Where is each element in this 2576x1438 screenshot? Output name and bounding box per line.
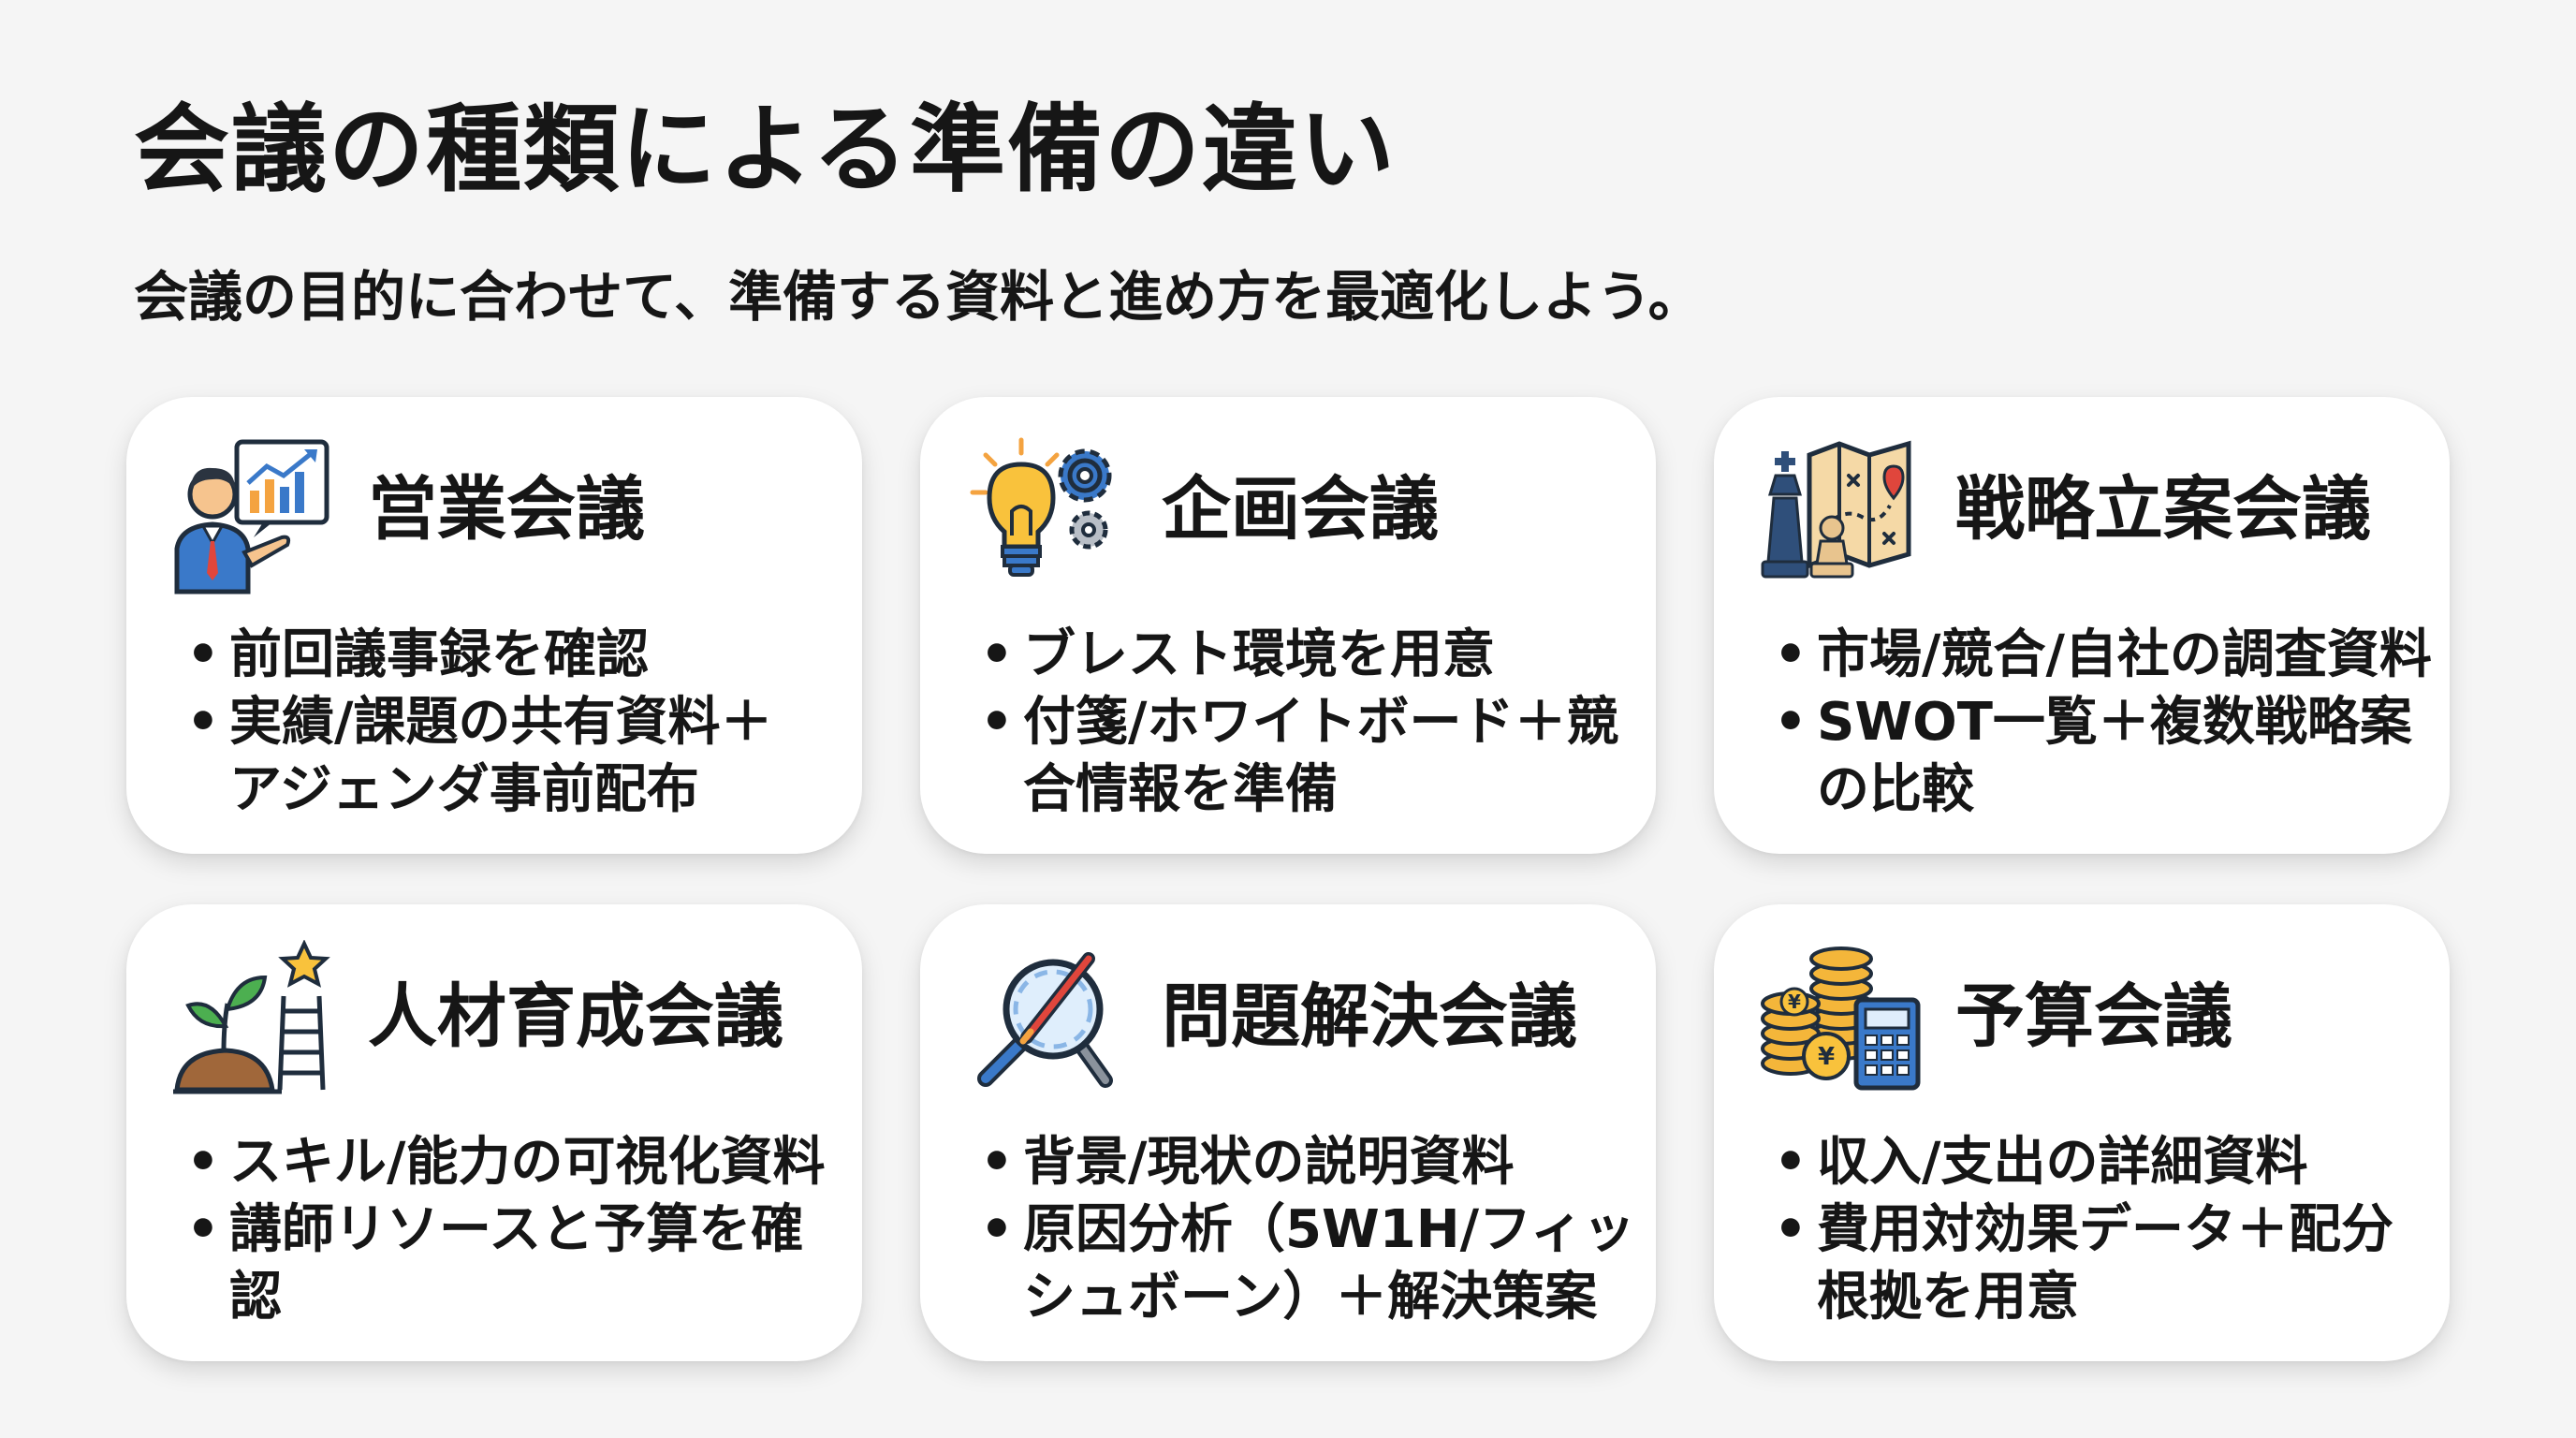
card-items: 前回議事録を確認 実績/課題の共有資料＋ アジェンダ事前配布 [181, 622, 845, 824]
list-item: 前回議事録を確認 [181, 622, 845, 689]
card-items: ブレスト環境を用意 付箋/ホワイトボード＋競 合情報を準備 [974, 622, 1639, 824]
card-training-meeting: 人材育成会議 スキル/能力の可視化資料 講師リソースと予算を確 認 [126, 904, 862, 1361]
card-sales-meeting: 営業会議 前回議事録を確認 実績/課題の共有資料＋ アジェンダ事前配布 [126, 397, 862, 854]
magnifier-search-icon [965, 940, 1130, 1105]
card-title: 問題解決会議 [1162, 976, 1577, 1057]
svg-text:¥: ¥ [1788, 990, 1801, 1013]
card-items: スキル/能力の可視化資料 講師リソースと予算を確 認 [181, 1129, 845, 1331]
card-items: 市場/競合/自社の調査資料 SWOT一覧＋複数戦略案 の比較 [1768, 622, 2433, 824]
list-item: 原因分析（5W1H/フィッ シュボーン）＋解決策案 [974, 1196, 1639, 1331]
list-item: ブレスト環境を用意 [974, 622, 1639, 689]
card-title: 人材育成会議 [368, 976, 783, 1057]
list-item: スキル/能力の可視化資料 [181, 1129, 845, 1196]
card-budget-meeting: ¥ ¥ 予算会議 収入/支出の詳細資料 費用対効果データ＋配分 根拠を用意 [1714, 904, 2450, 1361]
list-item: 講師リソースと予算を確 認 [181, 1196, 845, 1331]
page-subtitle: 会議の目的に合わせて、準備する資料と進め方を最適化しよう。 [134, 265, 1703, 329]
card-items: 背景/現状の説明資料 原因分析（5W1H/フィッ シュボーン）＋解決策案 [974, 1129, 1639, 1331]
page-title: 会議の種類による準備の違い [134, 95, 1397, 206]
svg-text:¥: ¥ [1818, 1043, 1835, 1071]
list-item: SWOT一覧＋複数戦略案 の比較 [1768, 689, 2433, 824]
list-item: 実績/課題の共有資料＋ アジェンダ事前配布 [181, 689, 845, 824]
list-item: 市場/競合/自社の調査資料 [1768, 622, 2433, 689]
card-title: 営業会議 [368, 469, 645, 550]
list-item: 背景/現状の説明資料 [974, 1129, 1639, 1196]
card-title: 戦略立案会議 [1955, 469, 2371, 550]
card-items: 収入/支出の詳細資料 費用対効果データ＋配分 根拠を用意 [1768, 1129, 2433, 1331]
lightbulb-gears-icon [965, 433, 1130, 597]
list-item: 付箋/ホワイトボード＋競 合情報を準備 [974, 689, 1639, 824]
coins-calculator-icon: ¥ ¥ [1759, 940, 1924, 1105]
card-title: 企画会議 [1162, 469, 1439, 550]
plant-ladder-star-icon [171, 940, 336, 1105]
card-title: 予算会議 [1955, 976, 2232, 1057]
card-strategy-meeting: 戦略立案会議 市場/競合/自社の調査資料 SWOT一覧＋複数戦略案 の比較 [1714, 397, 2450, 854]
card-problem-solving-meeting: 問題解決会議 背景/現状の説明資料 原因分析（5W1H/フィッ シュボーン）＋解… [920, 904, 1656, 1361]
list-item: 収入/支出の詳細資料 [1768, 1129, 2433, 1196]
list-item: 費用対効果データ＋配分 根拠を用意 [1768, 1196, 2433, 1331]
sales-presentation-icon [171, 433, 336, 597]
chess-map-icon [1759, 433, 1924, 597]
card-planning-meeting: 企画会議 ブレスト環境を用意 付箋/ホワイトボード＋競 合情報を準備 [920, 397, 1656, 854]
